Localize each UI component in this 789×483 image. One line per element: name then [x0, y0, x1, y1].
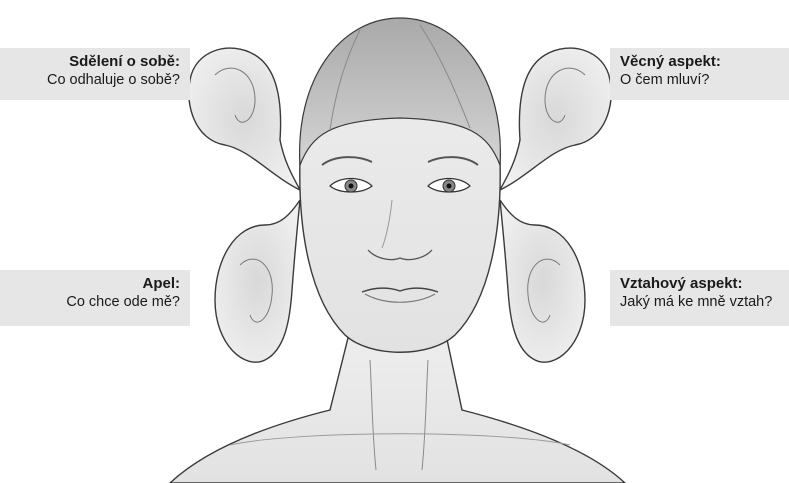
label-self-revelation: Sdělení o sobě: Co odhaluje o sobě?: [0, 48, 190, 100]
ear-top-left: [189, 48, 300, 190]
label-factual-aspect-title: Věcný aspekt:: [620, 52, 779, 71]
label-appeal-title: Apel:: [10, 274, 180, 293]
label-relationship-aspect: Vztahový aspekt: Jaký má ke mně vztah?: [610, 270, 789, 326]
label-relationship-aspect-title: Vztahový aspekt:: [620, 274, 779, 293]
label-appeal-question: Co chce ode mě?: [10, 293, 180, 312]
label-factual-aspect-question: O čem mluví?: [620, 71, 779, 90]
label-self-revelation-question: Co odhaluje o sobě?: [10, 71, 180, 90]
label-appeal: Apel: Co chce ode mě?: [0, 270, 190, 326]
ear-bottom-left: [215, 200, 300, 362]
label-factual-aspect: Věcný aspekt: O čem mluví?: [610, 48, 789, 100]
pupil-right: [447, 184, 452, 189]
label-relationship-aspect-question: Jaký má ke mně vztah?: [620, 293, 779, 312]
ear-top-right: [500, 48, 611, 190]
ear-bottom-right: [500, 200, 585, 362]
pupil-left: [349, 184, 354, 189]
label-self-revelation-title: Sdělení o sobě:: [10, 52, 180, 71]
